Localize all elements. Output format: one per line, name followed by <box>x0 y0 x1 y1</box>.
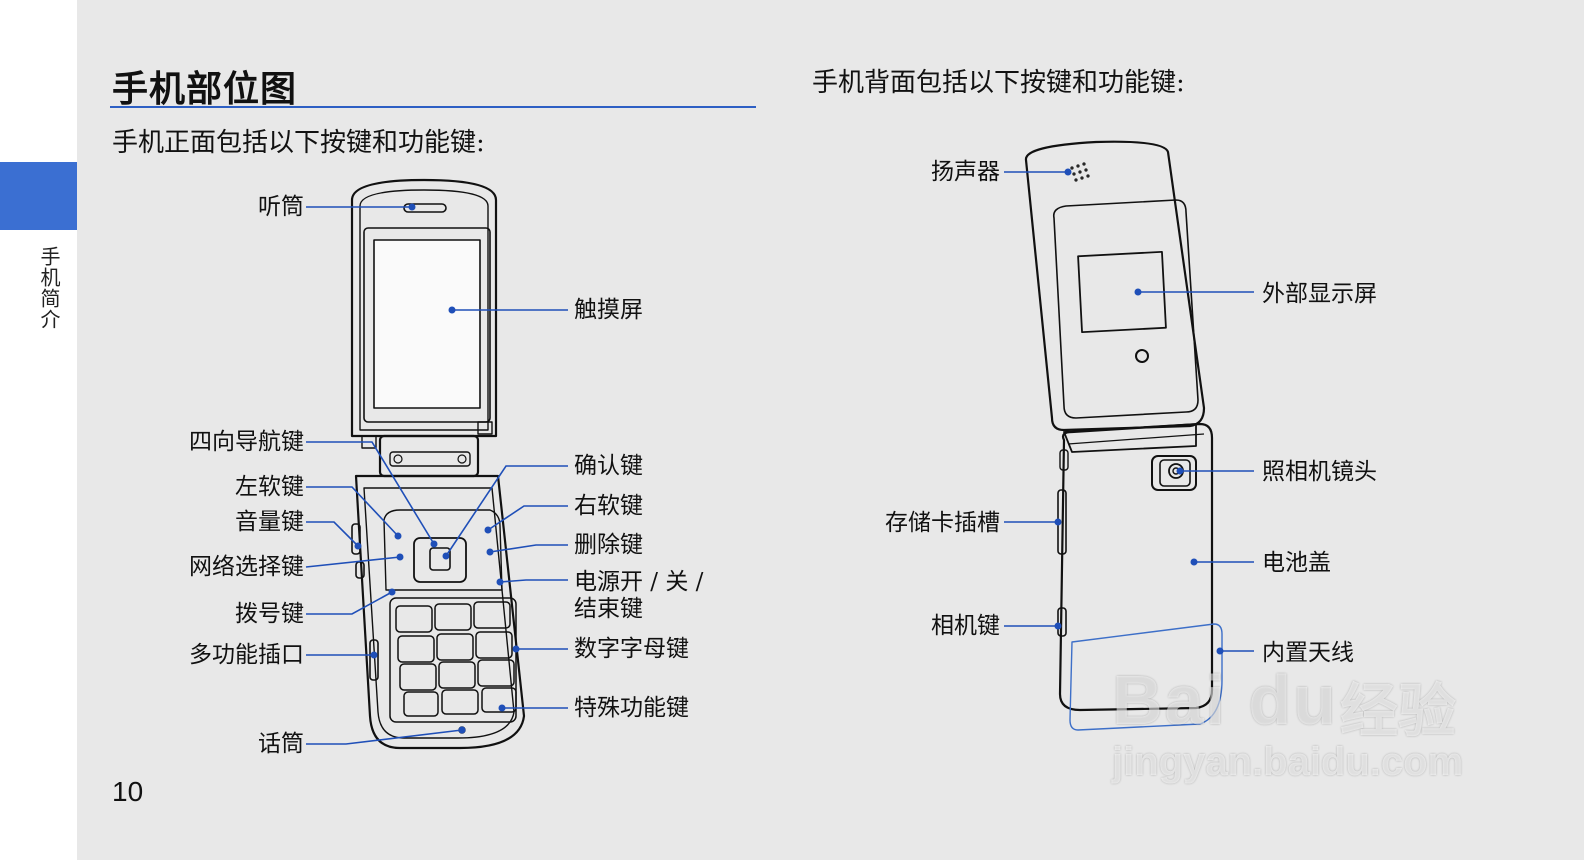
antenna-outline <box>1069 623 1223 731</box>
label-confirm-key: 确认键 <box>574 453 643 479</box>
back-lid <box>1024 140 1206 432</box>
label-special-keys: 特殊功能键 <box>574 695 689 721</box>
label-card-slot: 存储卡插槽 <box>885 510 1000 536</box>
confirm-key <box>429 547 451 571</box>
front-intro: 手机正面包括以下按键和功能键: <box>112 128 485 158</box>
label-network-key: 网络选择键 <box>189 554 304 580</box>
label-power-end-key-line1: 电源开 / 关 / <box>574 569 704 595</box>
label-camera-key: 相机键 <box>931 613 1000 639</box>
camera-lens-housing <box>1151 455 1197 491</box>
label-touchscreen: 触摸屏 <box>574 297 643 323</box>
nav-key <box>413 537 467 583</box>
earpiece-slot <box>403 203 447 213</box>
label-right-soft-key: 右软键 <box>574 493 643 519</box>
label-volume-key: 音量键 <box>235 509 304 535</box>
label-earpiece: 听筒 <box>258 194 304 220</box>
label-power-end-key-line2: 结束键 <box>574 596 643 622</box>
watermark-cn: 经验 <box>1340 677 1457 745</box>
label-antenna: 内置天线 <box>1262 640 1354 666</box>
keypad <box>389 597 517 723</box>
label-left-soft-key: 左软键 <box>235 474 304 500</box>
label-battery-cover: 电池盖 <box>1262 550 1331 576</box>
front-screen <box>373 239 481 409</box>
back-intro: 手机背面包括以下按键和功能键: <box>812 68 1185 98</box>
label-speaker: 扬声器 <box>931 159 1000 185</box>
label-dial-key: 拨号键 <box>235 601 304 627</box>
label-multi-jack: 多功能插口 <box>189 642 304 668</box>
label-alnum-keys: 数字字母键 <box>574 636 689 662</box>
section-label: 手机简介 <box>37 246 61 330</box>
back-body <box>1058 422 1214 712</box>
title-rule <box>110 106 756 108</box>
watermark-brand: Bai du <box>1112 661 1338 739</box>
page-number: 10 <box>112 776 144 807</box>
label-delete-key: 删除键 <box>574 532 643 558</box>
section-tab[interactable] <box>0 162 77 230</box>
page-title: 手机部位图 <box>112 69 298 110</box>
front-lid <box>350 178 498 438</box>
label-camera-lens: 照相机镜头 <box>1262 459 1377 485</box>
front-body <box>354 474 526 750</box>
front-screen-frame <box>363 227 491 423</box>
label-microphone: 话筒 <box>258 731 304 757</box>
label-nav-key: 四向导航键 <box>189 429 304 455</box>
external-display <box>1077 250 1167 334</box>
label-external-display: 外部显示屏 <box>1262 281 1377 307</box>
sidebar <box>0 0 77 860</box>
watermark-url: jingyan.baidu.com <box>1112 740 1464 784</box>
